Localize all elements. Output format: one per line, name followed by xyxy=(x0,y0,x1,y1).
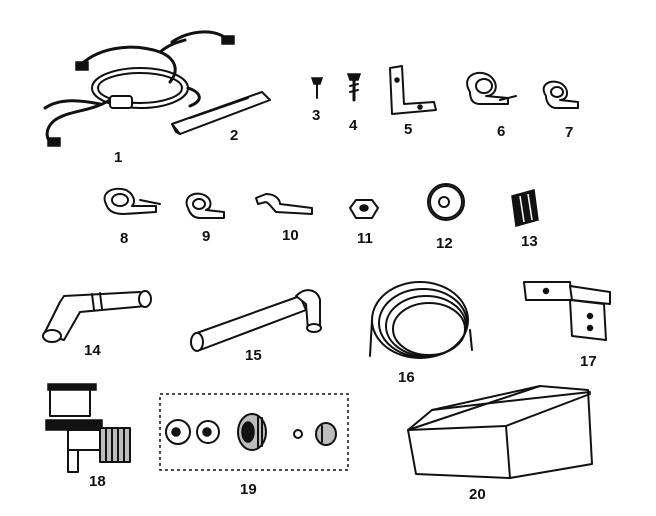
part-14-elbow xyxy=(42,290,152,343)
part-14-label: 14 xyxy=(84,342,101,359)
part-10-strap xyxy=(255,193,313,215)
part-16-coil xyxy=(369,281,473,359)
part-2-label: 2 xyxy=(230,127,238,144)
part-20-tray xyxy=(407,385,593,479)
part-10-label: 10 xyxy=(282,227,299,244)
part-2-strip xyxy=(171,91,271,135)
part-3-screw xyxy=(310,77,324,99)
part-19-kit xyxy=(159,393,349,471)
part-7-label: 7 xyxy=(565,124,573,141)
part-4-label: 4 xyxy=(349,117,358,134)
part-1-label: 1 xyxy=(114,149,122,166)
part-17-label: 17 xyxy=(580,353,597,370)
part-13-label: 13 xyxy=(521,233,538,250)
part-11-label: 11 xyxy=(357,230,373,247)
part-8-label: 8 xyxy=(120,230,128,247)
part-3-label: 3 xyxy=(312,107,320,124)
part-4-screw xyxy=(346,73,362,102)
part-6-label: 6 xyxy=(497,123,505,140)
part-11-nut xyxy=(349,199,379,219)
part-13-block xyxy=(511,189,539,227)
part-16-label: 16 xyxy=(398,369,415,386)
part-9-clamp xyxy=(185,192,225,219)
part-18-valve xyxy=(45,383,131,473)
part-17-bracket xyxy=(523,281,611,341)
part-20-label: 20 xyxy=(469,486,486,503)
part-5-label: 5 xyxy=(404,121,412,138)
part-12-washer xyxy=(427,183,465,221)
part-18-label: 18 xyxy=(89,473,106,490)
part-8-clamp xyxy=(103,187,161,215)
part-19-label: 19 xyxy=(240,481,257,498)
part-15-label: 15 xyxy=(245,347,262,364)
part-1-wire-harness xyxy=(43,30,235,147)
part-12-label: 12 xyxy=(436,235,453,252)
part-5-bracket xyxy=(389,65,437,115)
part-6-clamp xyxy=(466,71,517,105)
part-9-label: 9 xyxy=(202,228,210,245)
part-7-clamp xyxy=(542,80,579,109)
part-15-tube xyxy=(190,289,322,352)
